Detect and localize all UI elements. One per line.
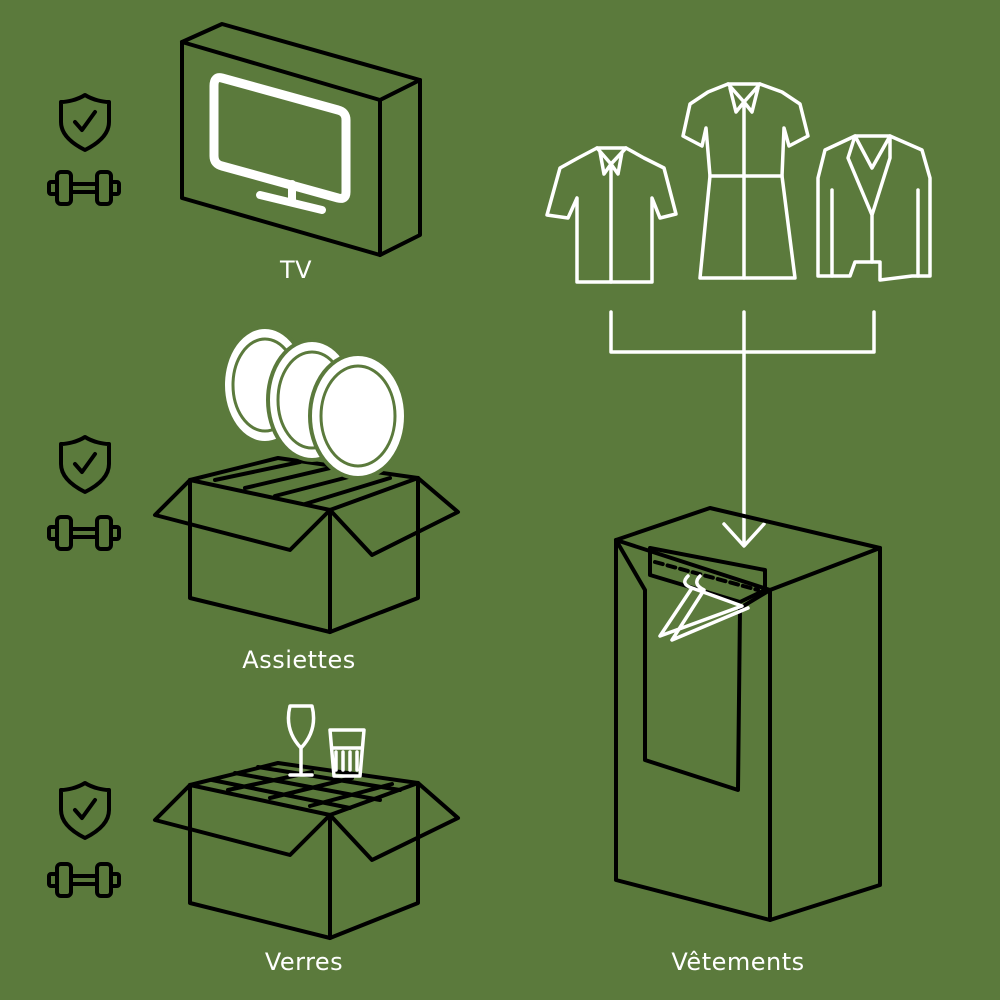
arrow-down-icon — [609, 310, 876, 548]
tv-icon — [209, 73, 351, 214]
dumbbell-icon — [47, 862, 121, 898]
plates-box — [153, 325, 460, 634]
dress-icon — [681, 82, 810, 280]
dumbbell-icon — [47, 170, 121, 206]
blazer-icon — [816, 134, 932, 282]
clothes-label: Vêtements — [671, 948, 805, 976]
plates-icon — [221, 325, 408, 480]
shield-check-icon — [59, 781, 111, 840]
tv-protection-icons — [47, 93, 121, 206]
glasses-protection-icons — [47, 781, 121, 898]
wine-glass-icon — [286, 704, 316, 777]
tumbler-icon — [328, 728, 366, 778]
shield-check-icon — [59, 93, 111, 152]
hanger-icon — [658, 574, 750, 642]
shirt-icon — [545, 146, 678, 284]
wardrobe-box-icon — [614, 506, 882, 922]
dumbbell-icon — [47, 515, 121, 551]
plates-label: Assiettes — [242, 646, 356, 674]
shield-check-icon — [59, 435, 111, 494]
glasses-box — [153, 704, 460, 940]
tv-label: TV — [279, 256, 313, 284]
plates-protection-icons — [47, 435, 121, 551]
glasses-label: Verres — [264, 948, 344, 976]
tv-box — [180, 22, 422, 257]
